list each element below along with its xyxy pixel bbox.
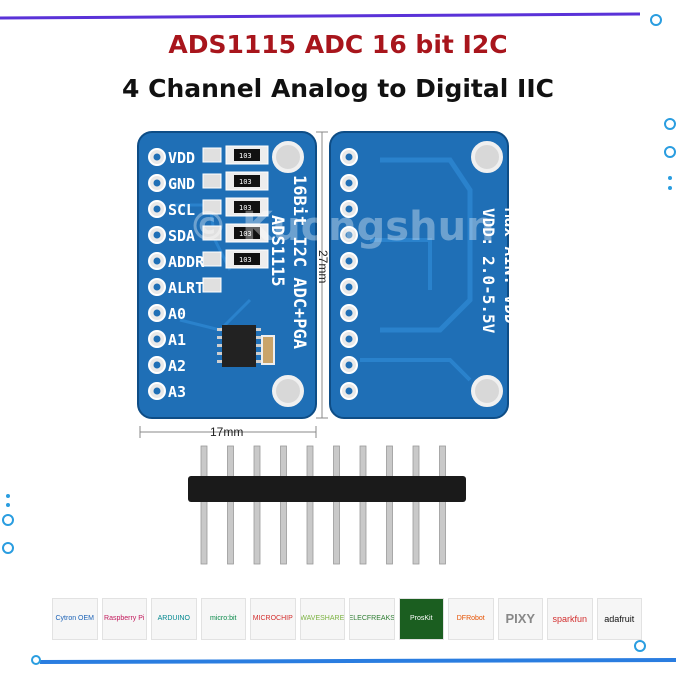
pin-label-sda: SDA [168,227,195,245]
mounting-hole [471,375,503,407]
mounting-hole [272,141,304,173]
logo-elecfreaks: ELECFREAKS [349,598,395,640]
pin-label-gnd: GND [168,175,195,193]
header-pin [386,445,393,565]
smd-pad [202,147,222,163]
smd-pad [202,225,222,241]
mounting-hole [471,141,503,173]
resistor-code: 103 [239,152,252,160]
pin-label-addr: ADDR [168,253,205,271]
smd-pad [202,173,222,189]
capacitor [261,335,275,365]
resistor-code: 103 [239,230,252,238]
header-pin [412,445,420,565]
watermark-text: © Kuongshun IOT [188,204,585,250]
header-housing [188,476,466,502]
logo-cytron: Cytron OEM [52,598,98,640]
silk-text-chip: ADS1115 [267,215,287,287]
compatibility-logos: Cytron OEM Raspberry Pi ARDUINO micro:bi… [52,598,642,640]
resistor-code: 103 [239,256,252,264]
logo-proskit: ProsKit [398,598,444,640]
logo-waveshare: WAVESHARE [299,598,345,640]
ads1115-chip [222,325,256,367]
back-silk-line2: VDD: 2.0-5.5V [479,208,498,334]
logo-microchip: MICROCHIP [250,598,296,640]
logo-pixy: PIXY [497,598,543,640]
header-pin [280,445,287,565]
header-pin [306,445,314,565]
header-pin [333,445,340,565]
pin-label-scl: SCL [168,201,195,219]
pin-label-a3: A3 [168,383,186,401]
width-dimension: 17mm [210,425,243,439]
header-pin [359,445,367,565]
header-pin [439,445,446,565]
smd-pad [202,199,222,215]
logo-raspberry-pi: Raspberry Pi [101,598,147,640]
resistor-code: 103 [239,204,252,212]
header-pin [253,445,261,565]
logo-arduino: ARDUINO [151,598,197,640]
mounting-hole [272,375,304,407]
back-silk-line1: Max AIN: VDD [501,208,520,324]
product-subtitle: 4 Channel Analog to Digital IIC [122,74,554,103]
pin-label-alrt: ALRT [168,279,204,297]
smd-pad [202,251,222,267]
header-pin [200,445,208,565]
pin-label-vdd: VDD [168,149,195,167]
pin-label-a0: A0 [168,305,186,323]
resistor-code: 103 [239,178,252,186]
pin-label-a1: A1 [168,331,186,349]
header-pin [227,445,234,565]
silk-text-main: 16Bit I2C ADC+PGA [289,175,309,349]
smd-pad [202,277,222,293]
logo-adafruit: adafruit [596,598,642,640]
product-title: ADS1115 ADC 16 bit I2C [168,30,508,59]
logo-sparkfun: sparkfun [547,598,593,640]
height-dimension: 27mm [316,250,330,283]
logo-dfrobot: DFRobot [448,598,494,640]
logo-microbit: micro:bit [200,598,246,640]
pin-label-a2: A2 [168,357,186,375]
